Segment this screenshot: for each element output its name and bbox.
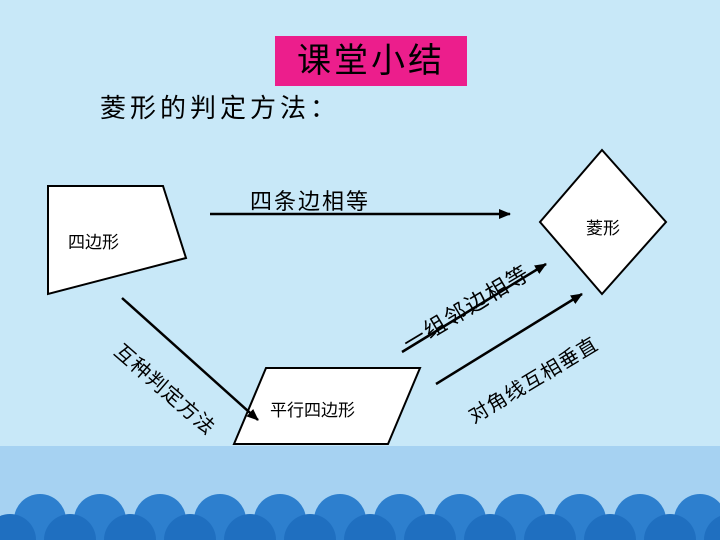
arrow-diagonals-perpendicular <box>435 292 583 386</box>
four-sides-equal-label: 四条边相等 <box>250 190 371 215</box>
arrow-two-methods <box>121 297 259 421</box>
parallelogram-shape <box>232 367 422 445</box>
arrow-adjacent-sides-equal <box>401 262 547 354</box>
parallelogram-label: 平行四边形 <box>270 401 355 421</box>
rhombus-shape <box>538 148 668 296</box>
slide-subtitle: 菱形的判定方法： <box>100 94 341 124</box>
scallop-row-front <box>0 514 720 540</box>
rhombus-label: 菱形 <box>586 219 620 239</box>
quadrilateral-label: 四边形 <box>68 233 119 253</box>
quadrilateral-shape <box>47 185 188 296</box>
slide-title: 课堂小结 <box>275 36 467 86</box>
